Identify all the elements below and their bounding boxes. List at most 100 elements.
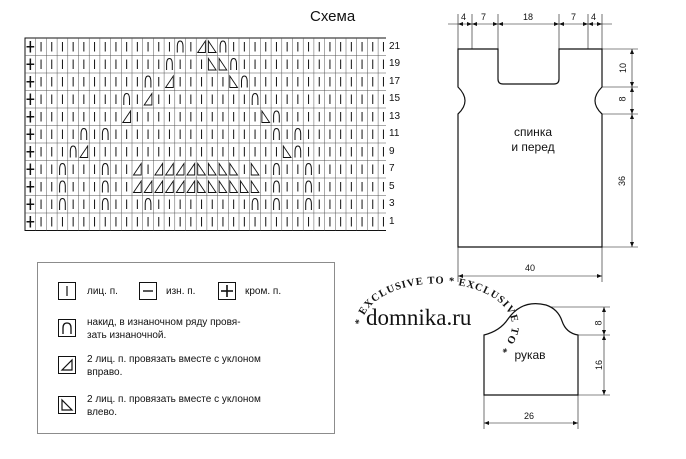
k2tog-right-symbol: [58, 356, 76, 374]
k2tog-left-symbol: [58, 396, 76, 414]
yarn-over-stitch: [59, 180, 66, 193]
k2tog-right-label-line1: 2 лиц. п. провязать вместе с уклоном: [87, 354, 261, 365]
edge-stitch: [26, 198, 35, 210]
k2tog-right-stitch: [154, 179, 164, 193]
k2tog-left-stitch: [240, 179, 250, 193]
row-number: 5: [389, 180, 395, 192]
edge-stitch: [26, 76, 35, 88]
yarn-over-stitch: [241, 75, 248, 88]
k2tog-left-stitch: [261, 109, 271, 123]
row-number: 3: [389, 198, 395, 210]
yarn-over-stitch: [144, 197, 152, 210]
sleeve-schematic: [483, 303, 610, 429]
yarn-over-stitch: [273, 110, 280, 123]
knit-label: лиц. п.: [87, 286, 118, 297]
knit-symbol: [58, 282, 76, 300]
purl-label: изн. п.: [166, 286, 196, 297]
k2tog-left-label-line2: влево.: [87, 407, 118, 418]
yarn-over-stitch: [176, 40, 184, 53]
edge-stitch: [26, 163, 35, 175]
edge-symbol: [218, 282, 236, 300]
k2tog-right-stitch: [196, 39, 206, 53]
yarn-over-stitch: [101, 162, 109, 175]
sleeve-dim-right-2: 16: [594, 359, 605, 371]
purl-symbol: [139, 282, 157, 300]
k2tog-left-stitch: [218, 57, 228, 71]
k2tog-left-stitch: [229, 74, 239, 88]
yarn-over-stitch: [219, 40, 227, 53]
body-dim-top-4: 7: [571, 12, 577, 22]
yarn-over-label-line2: зать изнаночной.: [87, 330, 167, 341]
body-dim-right-2: 8: [617, 96, 628, 102]
yarn-over-symbol: [58, 319, 76, 337]
k2tog-left-stitch: [207, 162, 217, 176]
yarn-over-stitch: [59, 162, 66, 175]
sleeve-label: рукав: [514, 348, 546, 362]
yarn-over-stitch: [59, 197, 66, 210]
k2tog-right-label-line2: вправо.: [87, 367, 123, 378]
yarn-over-stitch: [305, 197, 312, 210]
k2tog-right-stitch: [164, 74, 174, 88]
k2tog-right-stitch: [164, 179, 174, 193]
yarn-over-stitch: [273, 127, 280, 140]
row-number: 11: [389, 128, 400, 140]
body-dim-bottom: 40: [525, 263, 536, 273]
row-number: 9: [389, 145, 395, 157]
k2tog-right-stitch: [143, 179, 153, 193]
edge-stitch: [26, 93, 35, 105]
k2tog-left-stitch: [207, 39, 217, 53]
yarn-over-stitch: [273, 162, 280, 175]
row-number: 1: [389, 215, 395, 227]
edge-label: кром. п.: [245, 286, 282, 297]
edge-stitch: [26, 181, 35, 193]
edge-stitch: [26, 128, 35, 140]
row-number: 17: [389, 75, 401, 87]
k2tog-left-stitch: [218, 162, 228, 176]
body-schematic: [448, 14, 638, 282]
k2tog-right-stitch: [164, 162, 174, 176]
yarn-over-stitch: [101, 180, 109, 193]
k2tog-left-stitch: [207, 179, 217, 193]
k2tog-right-stitch: [186, 162, 196, 176]
edge-stitch: [26, 146, 35, 158]
body-dim-top-5: 4: [591, 12, 597, 22]
k2tog-left-stitch: [229, 162, 239, 176]
k2tog-left-label-line1: 2 лиц. п. провязать вместе с уклоном: [87, 394, 261, 405]
yarn-over-stitch: [305, 162, 312, 175]
yarn-over-stitch: [166, 57, 173, 70]
k2tog-left-stitch: [282, 144, 292, 158]
yarn-over-stitch: [230, 57, 237, 70]
row-number: 15: [389, 93, 401, 105]
k2tog-left-stitch: [218, 179, 228, 193]
k2tog-right-stitch: [143, 92, 153, 106]
legend: лиц. п. изн. п. кром. п. накид, в изнано…: [37, 262, 335, 434]
k2tog-left-stitch: [250, 162, 260, 176]
edge-stitch: [26, 111, 35, 123]
k2tog-right-stitch: [132, 179, 142, 193]
k2tog-right-stitch: [132, 162, 142, 176]
k2tog-right-stitch: [79, 144, 89, 158]
yarn-over-stitch: [69, 145, 77, 158]
yarn-over-stitch: [294, 145, 302, 158]
edge-stitch: [26, 41, 35, 53]
yarn-over-stitch: [273, 180, 280, 193]
k2tog-left-stitch: [250, 179, 260, 193]
k2tog-right-stitch: [175, 179, 185, 193]
k2tog-left-stitch: [197, 162, 207, 176]
k2tog-right-stitch: [154, 162, 164, 176]
k2tog-left-stitch: [207, 57, 217, 71]
body-dim-top-1: 4: [461, 12, 467, 22]
sleeve-dim-bottom: 26: [524, 411, 535, 421]
watermark-main: domnika.ru: [366, 305, 472, 330]
k2tog-right-stitch: [175, 162, 185, 176]
sleeve-dim-right-1: 8: [593, 320, 604, 326]
k2tog-right-stitch: [186, 179, 196, 193]
edge-stitch: [26, 58, 35, 70]
row-number: 19: [389, 58, 401, 70]
yarn-over-stitch: [123, 92, 130, 105]
yarn-over-stitch: [144, 75, 152, 88]
yarn-over-stitch: [251, 197, 259, 210]
chart-title: Схема: [310, 8, 356, 25]
k2tog-left-stitch: [229, 179, 239, 193]
body-label-line1: спинка: [513, 125, 552, 139]
